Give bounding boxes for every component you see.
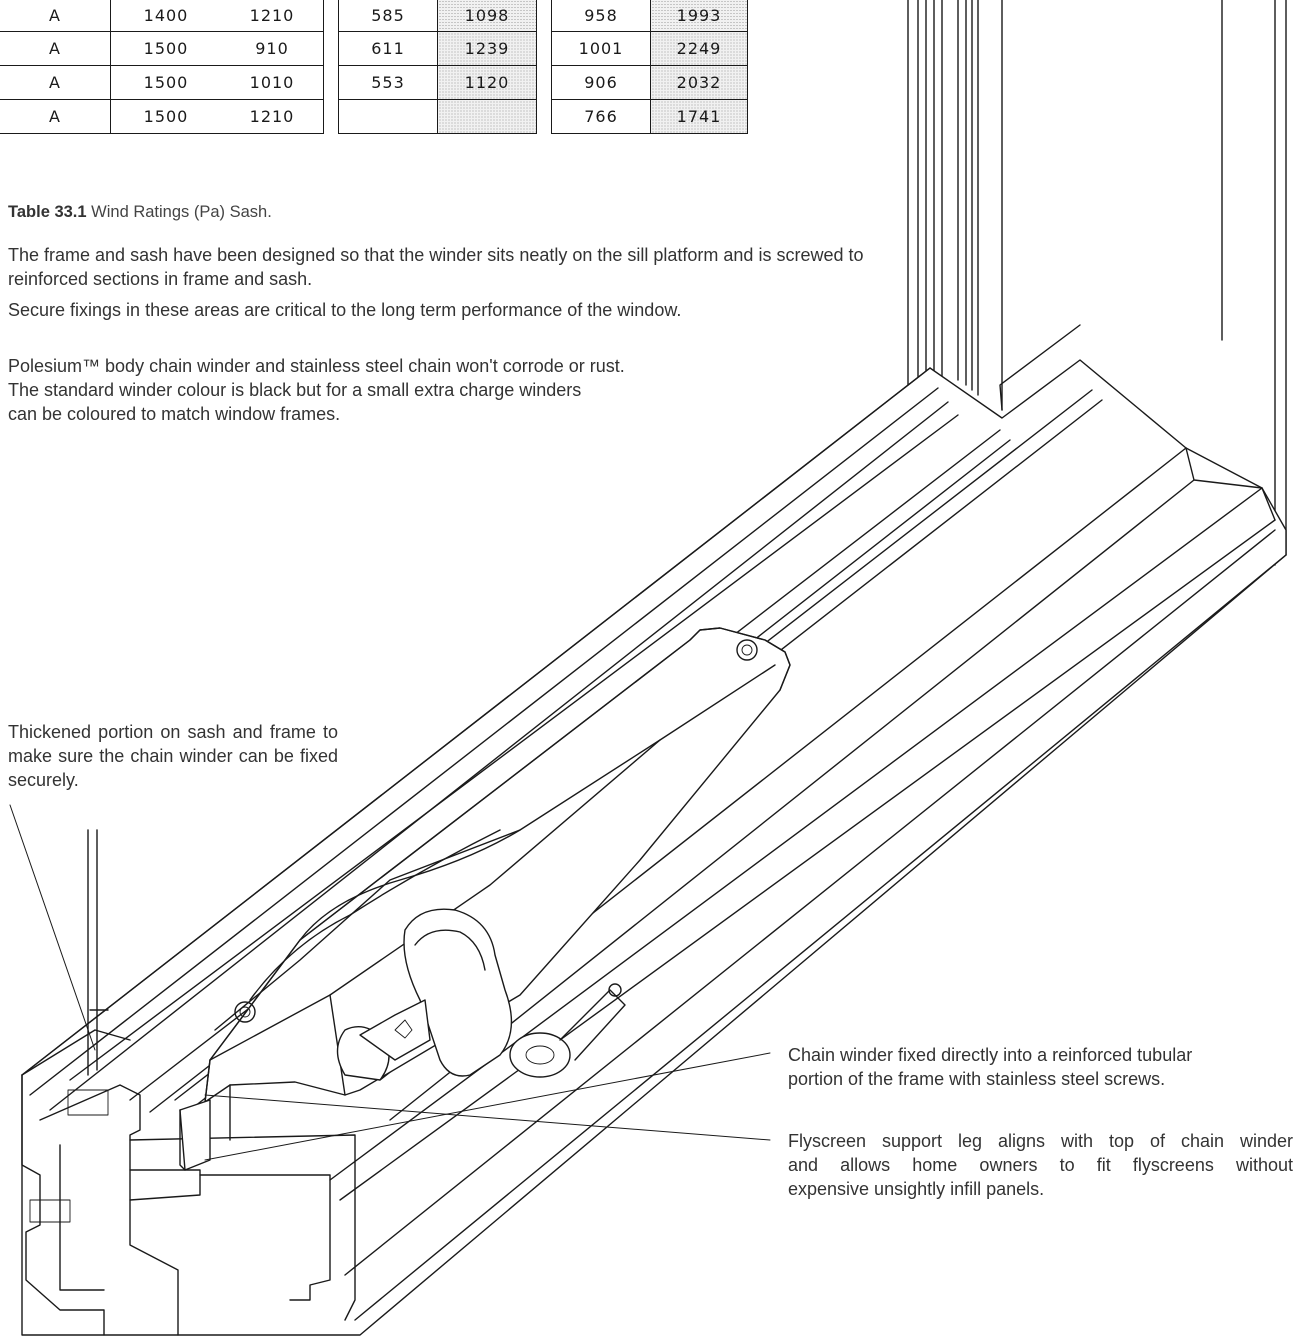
table-cell-shaded: 1098 bbox=[437, 0, 537, 32]
table-cell: A bbox=[0, 99, 111, 134]
table-cell-shaded: 1993 bbox=[650, 0, 748, 32]
table-cell: 906 bbox=[551, 65, 651, 100]
table-row: 906 2032 bbox=[551, 65, 748, 100]
table-cell bbox=[338, 99, 438, 134]
callout-flyscreen-leg: Flyscreen support leg aligns with top of… bbox=[788, 1129, 1293, 1201]
wind-ratings-table-left: A 1400 1210 A 1500 910 A 1500 1010 A 150… bbox=[0, 0, 324, 134]
table-row: 585 1098 bbox=[338, 0, 537, 32]
wind-ratings-table-right: 958 1993 1001 2249 906 2032 766 1741 bbox=[551, 0, 748, 134]
table-row: 958 1993 bbox=[551, 0, 748, 32]
table-cell: 1001 bbox=[551, 31, 651, 66]
paragraph-polesium-line1: Polesium™ body chain winder and stainles… bbox=[8, 356, 625, 376]
table-cell-shaded: 2032 bbox=[650, 65, 748, 100]
table-cell-shaded: 1120 bbox=[437, 65, 537, 100]
table-row: A 1500 910 bbox=[0, 31, 324, 66]
table-cell-shaded: 2249 bbox=[650, 31, 748, 66]
callout-flyscreen-line2: and allows home owners to fit flyscreens… bbox=[788, 1155, 1293, 1175]
table-cell: 958 bbox=[551, 0, 651, 32]
table-cell: 1210 bbox=[221, 99, 324, 134]
paragraph-polesium-line2: The standard winder colour is black but … bbox=[8, 380, 582, 400]
table-cell-shaded: 1741 bbox=[650, 99, 748, 134]
table-cell: 1500 bbox=[110, 65, 221, 100]
profile-section bbox=[21, 829, 356, 1336]
leader-lines bbox=[9, 804, 771, 1161]
table-cell-shaded bbox=[437, 99, 537, 134]
table-cell: 1500 bbox=[110, 99, 221, 134]
frame-jamb bbox=[907, 0, 1287, 761]
table-cell: A bbox=[0, 65, 111, 100]
table-row: A 1500 1010 bbox=[0, 65, 324, 100]
table-row: A 1400 1210 bbox=[0, 0, 324, 32]
chain-winder-body bbox=[179, 627, 791, 1171]
table-row bbox=[338, 99, 537, 134]
table-cell: 1010 bbox=[221, 65, 324, 100]
table-cell: 766 bbox=[551, 99, 651, 134]
table-row: 611 1239 bbox=[338, 31, 537, 66]
paragraph-polesium-line3: can be coloured to match window frames. bbox=[8, 404, 341, 424]
table-cell: 553 bbox=[338, 65, 438, 100]
table-cell: 1400 bbox=[110, 0, 221, 32]
callout-flyscreen-line3: expensive unsightly infill panels. bbox=[788, 1179, 1045, 1199]
callout-chain-winder-fixing: Chain winder fixed directly into a reinf… bbox=[788, 1043, 1295, 1091]
callout-thickened-portion: Thickened portion on sash and frame to m… bbox=[8, 722, 338, 790]
table-cell: 910 bbox=[221, 31, 324, 66]
table-row: A 1500 1210 bbox=[0, 99, 324, 134]
table-cell: 1500 bbox=[110, 31, 221, 66]
table-row: 553 1120 bbox=[338, 65, 537, 100]
table-caption-label: Table 33.1 bbox=[8, 203, 87, 221]
callout-chain-winder-line1: Chain winder fixed directly into a reinf… bbox=[788, 1045, 1193, 1065]
paragraph-polesium: Polesium™ body chain winder and stainles… bbox=[8, 354, 808, 426]
table-caption: Table 33.1 Wind Ratings (Pa) Sash. bbox=[8, 203, 272, 222]
table-row: 1001 2249 bbox=[551, 31, 748, 66]
table-caption-text: Wind Ratings (Pa) Sash. bbox=[86, 203, 272, 221]
callout-flyscreen-line1: Flyscreen support leg aligns with top of… bbox=[788, 1131, 1293, 1151]
table-row: 766 1741 bbox=[551, 99, 748, 134]
wind-ratings-table-middle: 585 1098 611 1239 553 1120 bbox=[338, 0, 537, 134]
callout-chain-winder-line2: portion of the frame with stainless stee… bbox=[788, 1069, 1166, 1089]
table-cell: 611 bbox=[338, 31, 438, 66]
table-cell: 585 bbox=[338, 0, 438, 32]
paragraph-design: The frame and sash have been designed so… bbox=[8, 245, 864, 289]
table-cell-shaded: 1239 bbox=[437, 31, 537, 66]
table-cell: 1210 bbox=[221, 0, 324, 32]
table-cell: A bbox=[0, 0, 111, 32]
table-cell: A bbox=[0, 31, 111, 66]
paragraph-fixings: Secure fixings in these areas are critic… bbox=[8, 300, 682, 320]
